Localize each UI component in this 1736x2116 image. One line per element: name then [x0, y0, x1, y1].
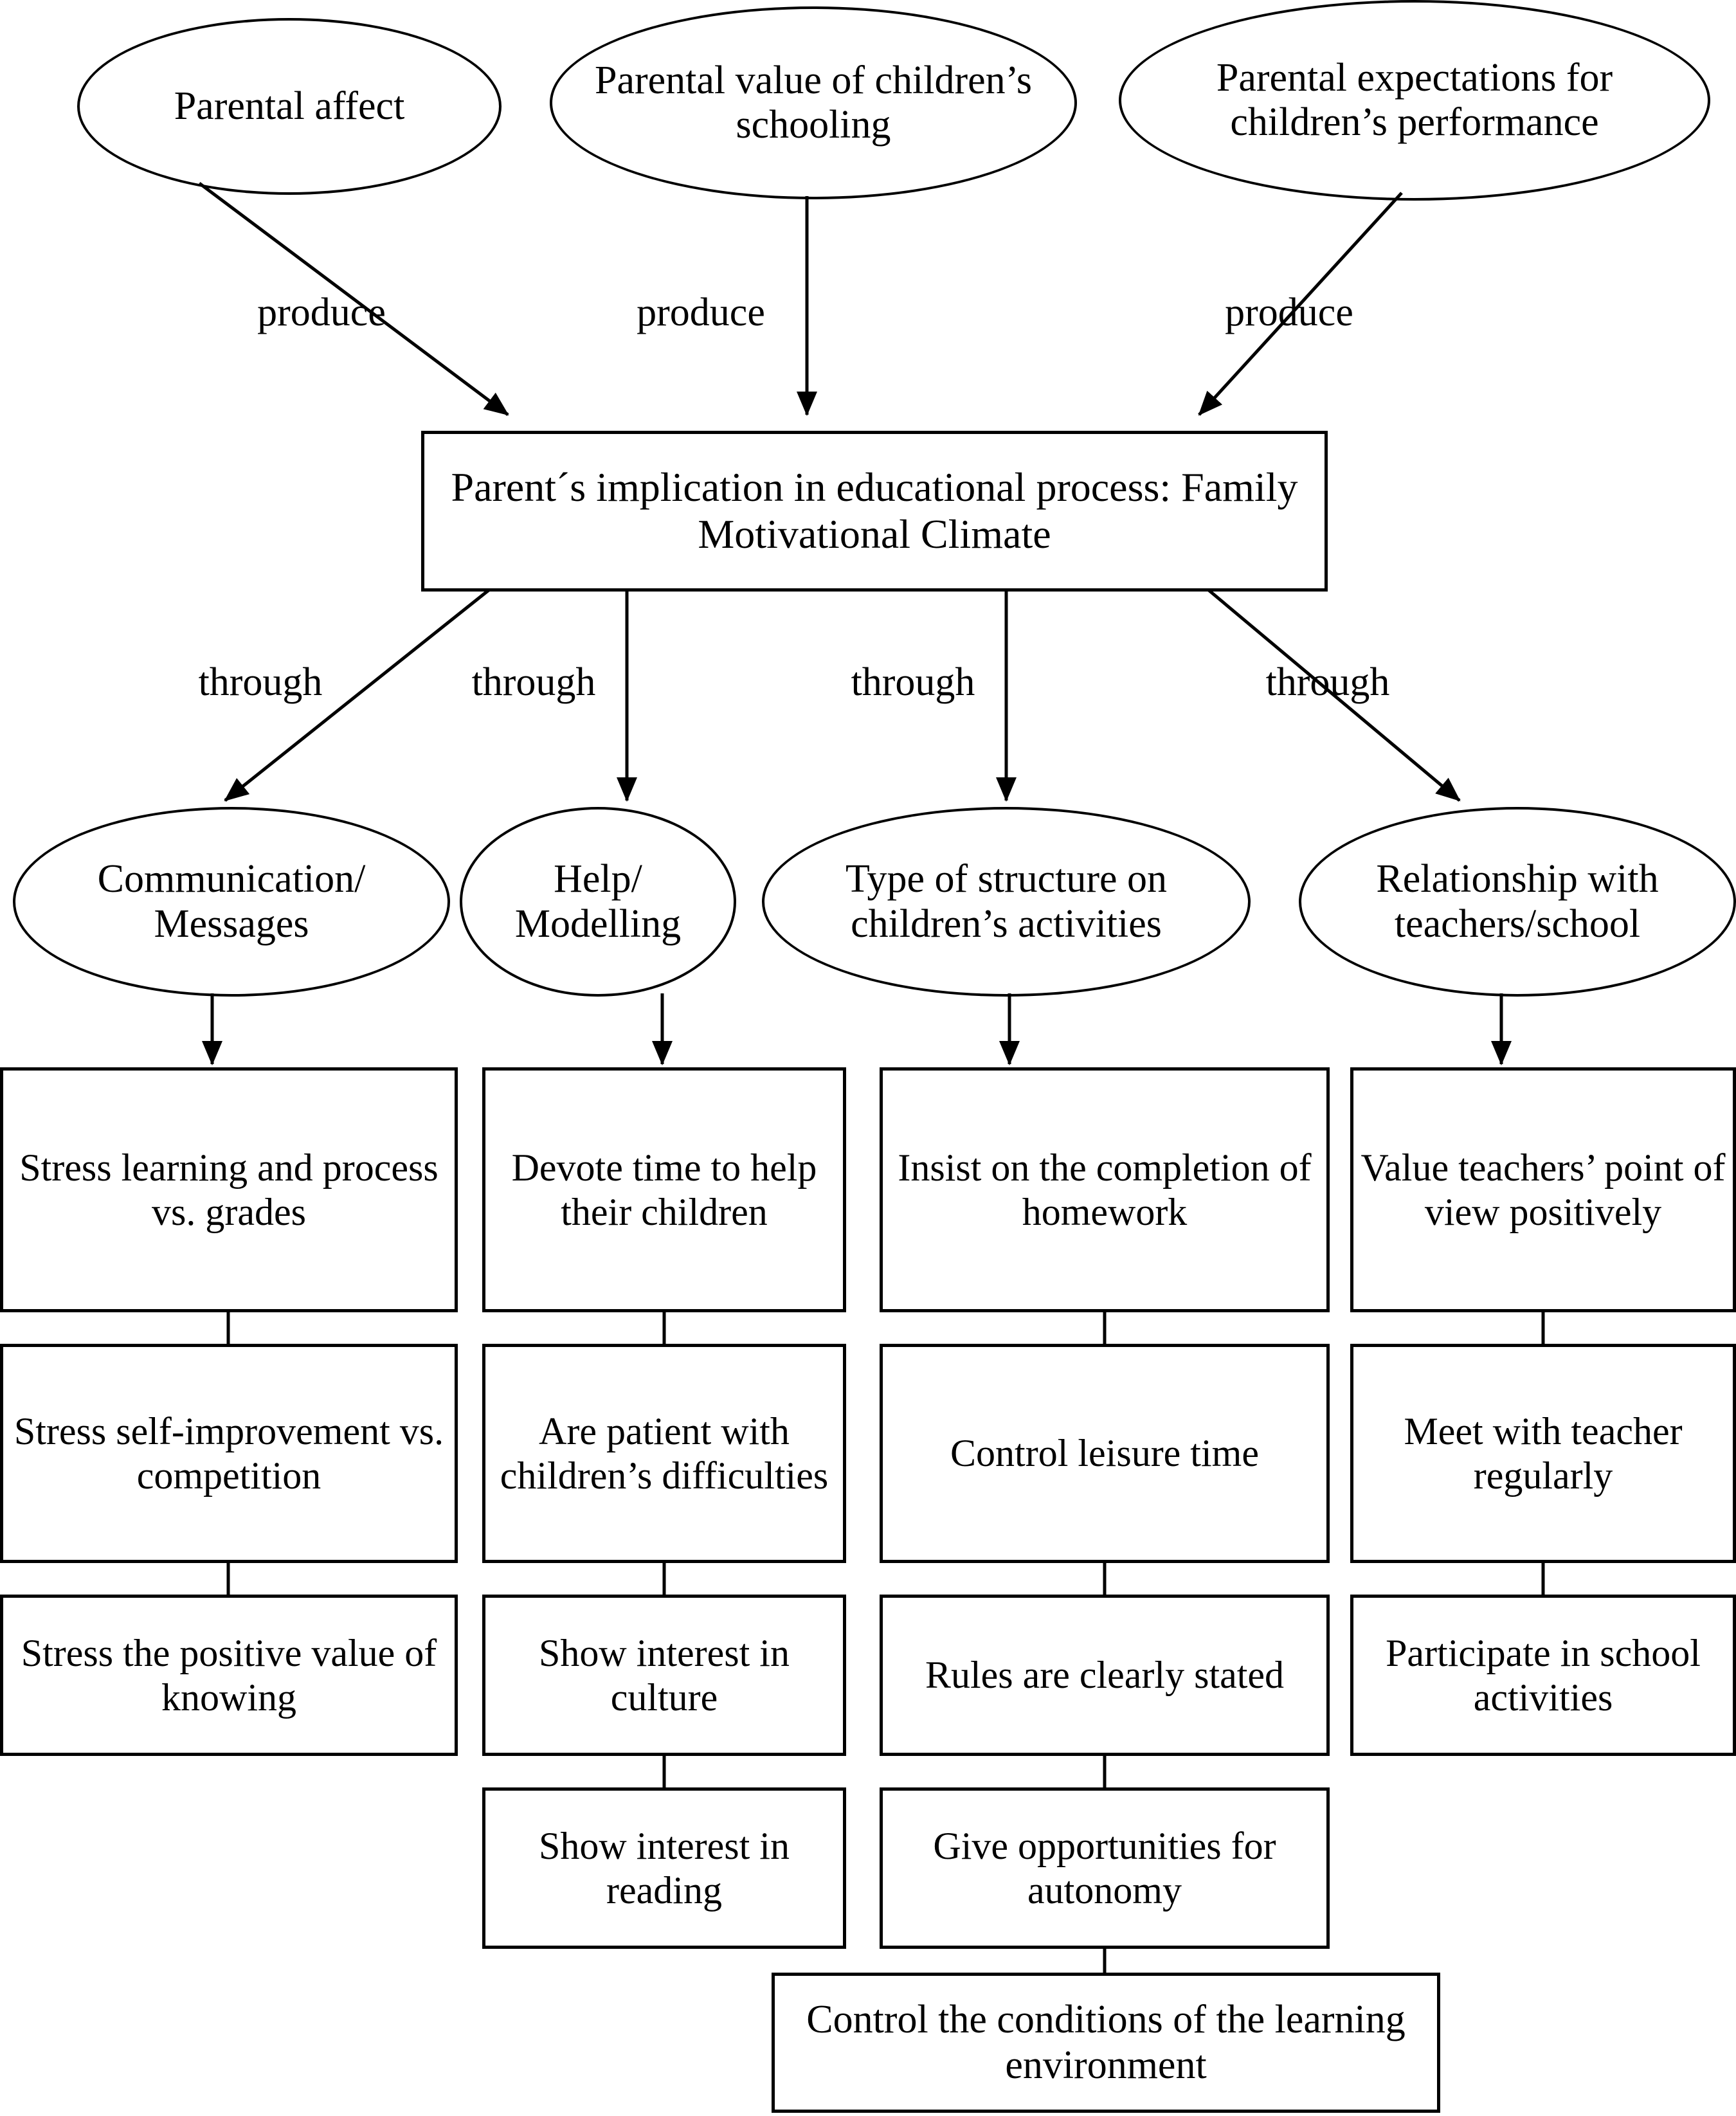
- node-relationship-teachers-school[interactable]: Relationship with teachers/school: [1299, 807, 1736, 997]
- leaf-box-label: Stress the positive value of knowing: [21, 1632, 437, 1719]
- node-parental-affect[interactable]: Parental affect: [77, 18, 502, 195]
- leaf-box[interactable]: Rules are clearly stated: [880, 1595, 1330, 1756]
- leaf-box-label: Participate in school activities: [1386, 1632, 1701, 1719]
- leaf-box-label: Are patient with children’s difficulties: [500, 1410, 829, 1497]
- node-type-of-structure[interactable]: Type of structure on children’s activiti…: [762, 807, 1251, 997]
- edge-label-through-3: through: [851, 660, 975, 704]
- leaf-box[interactable]: Are patient with children’s difficulties: [482, 1344, 846, 1563]
- leaf-box-label: Meet with teacher regularly: [1404, 1410, 1683, 1497]
- edge-label-through-4: through: [1265, 660, 1390, 704]
- leaf-box-learning-environment[interactable]: Control the conditions of the learning e…: [772, 1973, 1440, 2113]
- leaf-box[interactable]: Stress self-improvement vs. competition: [0, 1344, 458, 1563]
- leaf-box[interactable]: Meet with teacher regularly: [1350, 1344, 1736, 1563]
- leaf-box[interactable]: Control leisure time: [880, 1344, 1330, 1563]
- leaf-box-label: Stress learning and process vs. grades: [19, 1146, 439, 1233]
- edge-label-produce-1: produce: [257, 291, 386, 334]
- leaf-box-label: Show interest in reading: [539, 1825, 790, 1912]
- node-parental-value-label: Parental value of children’s schooling: [594, 58, 1033, 147]
- leaf-box-label: Stress self-improvement vs. competition: [14, 1410, 444, 1497]
- node-help-modelling[interactable]: Help/ Modelling: [460, 807, 736, 997]
- leaf-box-label: Insist on the completion of homework: [898, 1146, 1312, 1233]
- leaf-box[interactable]: Show interest in culture: [482, 1595, 846, 1756]
- leaf-box[interactable]: Insist on the completion of homework: [880, 1067, 1330, 1312]
- leaf-box-label: Rules are clearly stated: [925, 1654, 1285, 1697]
- node-parental-value[interactable]: Parental value of children’s schooling: [550, 6, 1077, 199]
- leaf-box-label: Value teachers’ point of view positively: [1361, 1146, 1726, 1233]
- node-family-motivational-climate[interactable]: Parent´s implication in educational proc…: [421, 431, 1328, 592]
- edge-label-through-1: through: [198, 660, 323, 704]
- leaf-box-label: Control leisure time: [950, 1432, 1259, 1475]
- node-family-motivational-climate-label: Parent´s implication in educational proc…: [451, 464, 1298, 557]
- leaf-box-label: Devote time to help their children: [511, 1146, 817, 1233]
- node-relationship-teachers-school-label: Relationship with teachers/school: [1376, 857, 1659, 946]
- leaf-box[interactable]: Stress the positive value of knowing: [0, 1595, 458, 1756]
- leaf-box[interactable]: Value teachers’ point of view positively: [1350, 1067, 1736, 1312]
- leaf-box[interactable]: Devote time to help their children: [482, 1067, 846, 1312]
- leaf-box[interactable]: Show interest in reading: [482, 1787, 846, 1949]
- node-communication-messages-label: Communication/ Messages: [97, 857, 366, 946]
- node-parental-expectations-label: Parental expectations for children’s per…: [1216, 55, 1613, 144]
- node-type-of-structure-label: Type of structure on children’s activiti…: [845, 857, 1168, 946]
- edge-label-produce-3: produce: [1225, 291, 1353, 334]
- leaf-box-label: Show interest in culture: [539, 1632, 790, 1719]
- node-parental-affect-label: Parental affect: [174, 84, 405, 128]
- leaf-box[interactable]: Participate in school activities: [1350, 1595, 1736, 1756]
- edge-label-through-2: through: [471, 660, 596, 704]
- node-communication-messages[interactable]: Communication/ Messages: [13, 807, 450, 997]
- leaf-box[interactable]: Stress learning and process vs. grades: [0, 1067, 458, 1312]
- node-help-modelling-label: Help/ Modelling: [514, 857, 682, 946]
- leaf-box[interactable]: Give opportunities for autonomy: [880, 1787, 1330, 1949]
- edge-label-produce-2: produce: [637, 291, 765, 334]
- node-parental-expectations[interactable]: Parental expectations for children’s per…: [1119, 0, 1710, 201]
- leaf-box-label: Give opportunities for autonomy: [933, 1825, 1276, 1912]
- leaf-box-label: Control the conditions of the learning e…: [806, 1998, 1406, 2087]
